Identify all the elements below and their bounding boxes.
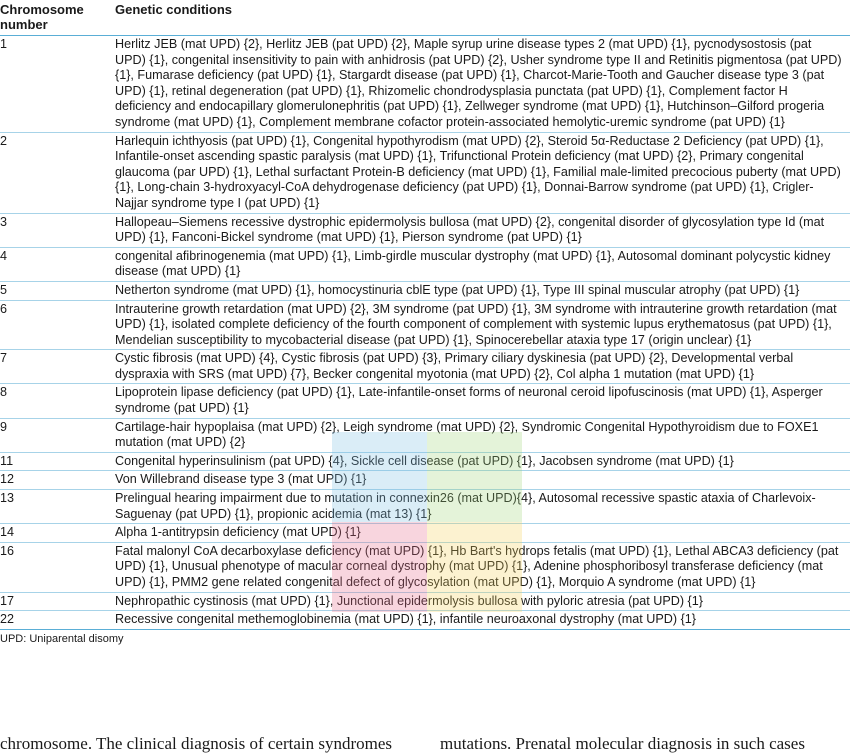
genetic-conditions-cell: Netherton syndrome (mat UPD) {1}, homocy…	[113, 281, 850, 300]
chromosome-number-cell: 4	[0, 247, 113, 282]
chromosome-number-cell: 9	[0, 418, 113, 453]
body-text-right-column: mutations. Prenatal molecular diagnosis …	[440, 734, 805, 753]
genetic-conditions-cell: Lipoprotein lipase deficiency (pat UPD) …	[113, 383, 850, 419]
chromosome-number-cell: 22	[0, 610, 113, 630]
genetic-conditions-cell: Cystic fibrosis (mat UPD) {4}, Cystic fi…	[113, 349, 850, 384]
body-text-left-column: chromosome. The clinical diagnosis of ce…	[0, 734, 393, 753]
chromosome-number-cell: 8	[0, 383, 113, 419]
table-header: Chromosome number Genetic conditions	[0, 0, 850, 36]
genetic-conditions-cell: Von Willebrand disease type 3 (mat UPD) …	[113, 470, 850, 490]
chromosome-number-cell: 16	[0, 542, 113, 593]
chromosome-number-cell: 7	[0, 349, 113, 384]
chromosome-number-cell: 3	[0, 213, 113, 248]
chromosome-number-cell: 13	[0, 489, 113, 524]
chromosome-number-cell: 12	[0, 470, 113, 490]
chromosome-number-cell: 5	[0, 281, 113, 300]
genetic-conditions-cell: Intrauterine growth retardation (mat UPD…	[113, 300, 850, 350]
genetic-conditions-cell: congenital afibrinogenemia (mat UPD) {1}…	[113, 247, 850, 282]
chromosome-number-cell: 11	[0, 452, 113, 471]
header-genetic-conditions: Genetic conditions	[113, 0, 850, 36]
article-body-text: chromosome. The clinical diagnosis of ce…	[0, 734, 850, 754]
table-header-row: Chromosome number Genetic conditions	[0, 0, 850, 36]
genetic-conditions-cell: Harlequin ichthyosis (pat UPD) {1}, Cong…	[113, 132, 850, 214]
genetic-conditions-cell: Cartilage-hair hypoplaisa (mat UPD) {2},…	[113, 418, 850, 453]
genetic-conditions-cell: Congenital hyperinsulinism (pat UPD) {4}…	[113, 452, 850, 471]
chromosome-number-cell: 6	[0, 300, 113, 350]
chromosome-number-cell: 1	[0, 35, 113, 133]
chromosome-number-cell: 14	[0, 523, 113, 543]
table-footnote: UPD: Uniparental disomy	[0, 632, 124, 645]
header-chromosome-number: Chromosome number	[0, 0, 113, 36]
genetic-conditions-cell: Alpha 1-antitrypsin deficiency (mat UPD)…	[113, 523, 850, 543]
genetic-conditions-cell: Nephropathic cystinosis (mat UPD) {1}, J…	[113, 592, 850, 611]
genetic-conditions-cell: Recessive congenital methemoglobinemia (…	[113, 610, 850, 630]
genetic-conditions-cell: Fatal malonyl CoA decarboxylase deficien…	[113, 542, 850, 593]
genetic-conditions-cell: Prelingual hearing impairment due to mut…	[113, 489, 850, 524]
chromosome-number-cell: 17	[0, 592, 113, 611]
genetic-conditions-cell: Hallopeau–Siemens recessive dystrophic e…	[113, 213, 850, 248]
genetic-conditions-cell: Herlitz JEB (mat UPD) {2}, Herlitz JEB (…	[113, 35, 850, 133]
chromosome-number-cell: 2	[0, 132, 113, 214]
